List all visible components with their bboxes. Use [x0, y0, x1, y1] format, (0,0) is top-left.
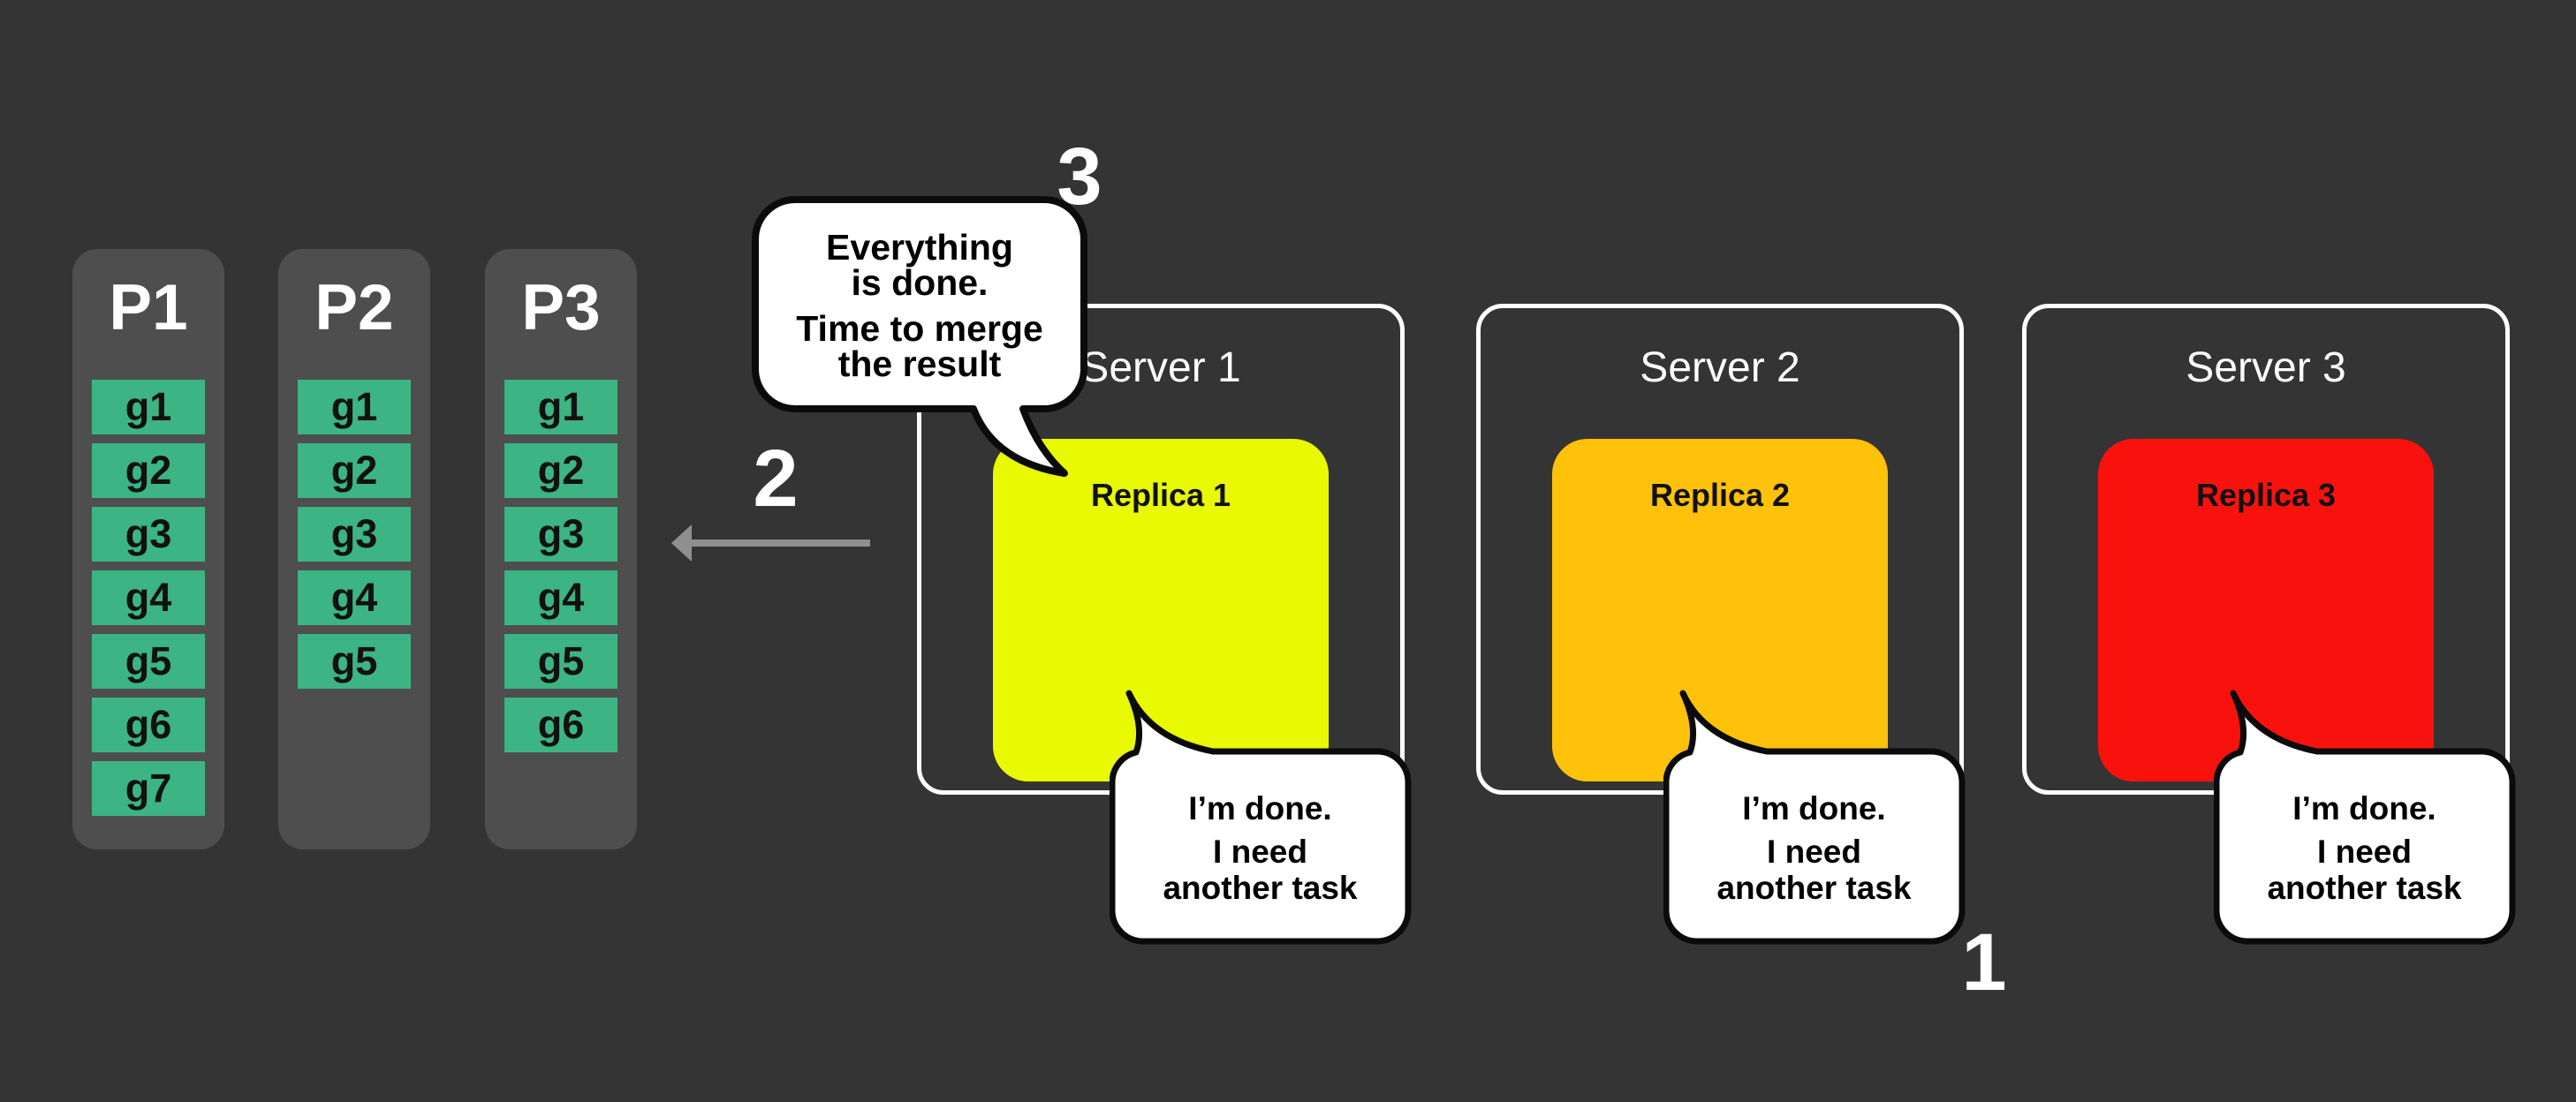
- merge-bubble-line: the result: [837, 343, 1002, 384]
- merge-left-arrow-icon: [671, 525, 870, 562]
- partition-p3: P3 g1 g2 g3 g4 g5 g6: [485, 249, 637, 849]
- group-chip: g1: [504, 380, 617, 434]
- partition-p1: P1 g1 g2 g3 g4 g5 g6 g7: [72, 249, 224, 849]
- partition-label-p2: P2: [314, 272, 394, 343]
- group-chip: g6: [504, 698, 617, 752]
- replica-1-label: Replica 1: [1090, 477, 1231, 513]
- done-speech-bubble-3: [2214, 690, 2516, 945]
- done-bubble-line: I need: [2317, 834, 2412, 870]
- done-bubble-line: I’m done.: [1188, 790, 1332, 826]
- server-3-label: Server 3: [2186, 344, 2346, 391]
- group-chip: g4: [92, 570, 205, 625]
- group-chip: g1: [298, 380, 411, 434]
- partition-p3-groups: g1 g2 g3 g4 g5 g6: [485, 380, 637, 752]
- replica-3-label: Replica 3: [2195, 477, 2337, 513]
- group-chip: g2: [504, 443, 617, 498]
- replica-2: Replica 2: [1552, 439, 1888, 781]
- group-chip: g3: [298, 507, 411, 562]
- done-bubble-2-text: I’m done. I need another task: [1666, 790, 1962, 906]
- group-chip: g5: [92, 634, 205, 689]
- replica-2-label: Replica 2: [1649, 477, 1791, 513]
- merge-speech-bubble: [752, 196, 1087, 477]
- group-chip: g4: [504, 570, 617, 625]
- group-chip: g2: [92, 443, 205, 498]
- group-chip: g7: [92, 761, 205, 816]
- server-1-label: Server 1: [1080, 344, 1241, 391]
- done-bubble-line: I’m done.: [2292, 790, 2436, 826]
- group-chip: g3: [92, 507, 205, 562]
- group-chip: g4: [298, 570, 411, 625]
- done-speech-bubble-1: [1110, 690, 1412, 945]
- step-1-label: 1: [1961, 917, 2007, 1008]
- done-speech-bubble-2: [1663, 690, 1966, 945]
- done-bubble-3-text: I’m done. I need another task: [2216, 790, 2512, 906]
- done-bubble-line: I’m done.: [1742, 790, 1886, 826]
- group-chip: g5: [298, 634, 411, 689]
- group-chip: g6: [92, 698, 205, 752]
- merge-bubble-line: Everything: [826, 227, 1013, 268]
- group-chip: g3: [504, 507, 617, 562]
- done-bubble-line: I need: [1767, 834, 1861, 870]
- group-chip: g5: [504, 634, 617, 689]
- replica-1: Replica 1: [993, 439, 1329, 781]
- server-2-label: Server 2: [1640, 344, 1800, 391]
- merge-bubble-line: Time to merge: [796, 308, 1043, 349]
- done-bubble-1-text: I’m done. I need another task: [1112, 790, 1408, 906]
- done-bubble-line: another task: [1716, 870, 1912, 906]
- partition-p2: P2 g1 g2 g3 g4 g5: [278, 249, 430, 849]
- done-bubble-line: I need: [1213, 834, 1307, 870]
- partition-p2-groups: g1 g2 g3 g4 g5: [278, 380, 430, 689]
- step-2-label: 2: [753, 434, 799, 524]
- step-3-label: 3: [1057, 132, 1102, 222]
- partition-label-p1: P1: [109, 272, 188, 343]
- group-chip: g2: [298, 443, 411, 498]
- partition-label-p3: P3: [521, 272, 601, 343]
- done-bubble-line: another task: [1163, 870, 1358, 906]
- merge-bubble-text: Everything is done. Time to merge the re…: [755, 227, 1084, 384]
- done-bubble-line: another task: [2267, 870, 2462, 906]
- partition-p1-groups: g1 g2 g3 g4 g5 g6 g7: [72, 380, 224, 816]
- replica-3: Replica 3: [2098, 439, 2434, 781]
- merge-bubble-line: is done.: [851, 262, 989, 303]
- group-chip: g1: [92, 380, 205, 434]
